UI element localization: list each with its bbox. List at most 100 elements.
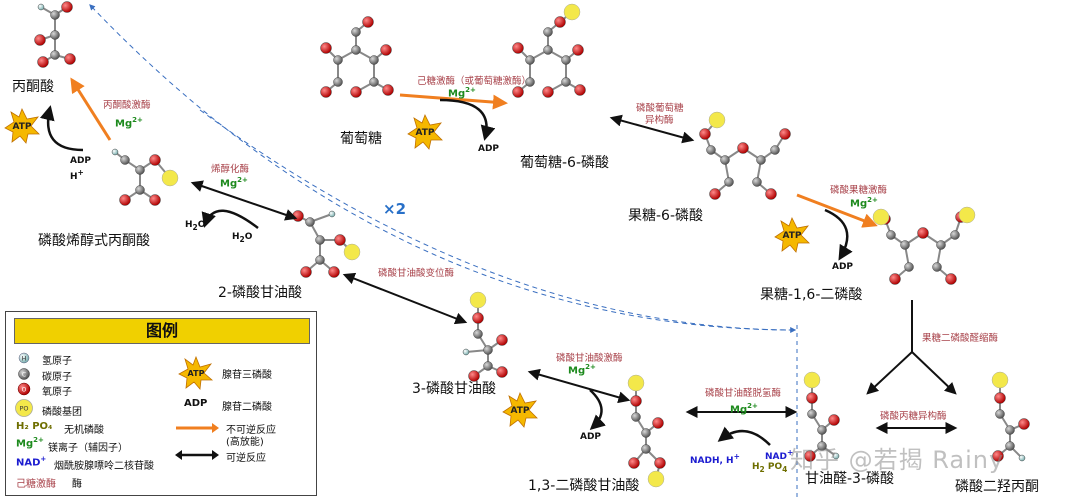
legend-hydrogen: 氢原子 xyxy=(42,356,72,367)
molecule-3pg xyxy=(462,291,508,382)
molecule-2pg xyxy=(292,210,361,278)
label-pyruvate: 丙酮酸 xyxy=(12,79,54,95)
carbon-atom xyxy=(525,55,535,65)
oxygen-atom xyxy=(496,334,508,346)
oxygen-atom xyxy=(654,457,666,469)
oxygen-atom xyxy=(994,392,1006,404)
oxygen-atom xyxy=(149,154,161,166)
mg-hexokinase: Mg2+ xyxy=(448,86,476,100)
carbon-atom xyxy=(50,30,60,40)
curve-gapdh xyxy=(717,426,771,446)
adp-pyruvate-kinase: ADP xyxy=(70,156,92,166)
oxygen-atom xyxy=(828,414,840,426)
label-f16bp: 果糖-1,6-二磷酸 xyxy=(760,287,863,303)
oxygen-atom xyxy=(806,392,818,404)
oxygen-atom xyxy=(512,86,524,98)
carbon-atom xyxy=(525,77,535,87)
carbon-atom xyxy=(351,45,361,55)
adp-hexokinase: ADP xyxy=(478,144,500,154)
reversible-arrow-icon xyxy=(175,450,219,460)
phosphate-group xyxy=(803,371,821,389)
legend-adp: 腺苷二磷酸 xyxy=(222,402,272,413)
hydrogen-atom xyxy=(832,452,840,460)
legend-irreversible-2: (高放能) xyxy=(226,437,264,448)
molecule-f6p xyxy=(699,111,791,200)
oxygen-atom xyxy=(334,234,346,246)
label-g6p: 葡萄糖-6-磷酸 xyxy=(520,155,610,171)
carbon-atom xyxy=(641,428,651,438)
curve-enolase xyxy=(201,209,259,229)
oxygen-atom xyxy=(765,188,777,200)
arrow-pgi xyxy=(609,114,695,144)
legend-mg: 镁离子（辅因子） xyxy=(48,443,128,454)
carbon-atom xyxy=(369,55,379,65)
carbon-atom xyxy=(50,50,60,60)
oxygen-atom xyxy=(572,44,584,56)
nad-symbol: NAD+ xyxy=(16,455,47,469)
legend-nad: 烟酰胺腺嘌呤二核苷酸 xyxy=(54,461,154,472)
carbon-atom xyxy=(333,55,343,65)
legend-oxygen: 氧原子 xyxy=(42,387,72,398)
carbon-atom xyxy=(631,412,641,422)
oxygen-atom xyxy=(468,370,480,382)
oxygen-atom xyxy=(149,194,161,206)
hydrogen-atom xyxy=(462,348,470,356)
carbon-atom xyxy=(720,155,730,165)
nadh-gapdh: NADH, H+ xyxy=(690,452,740,466)
carbon-atom xyxy=(543,45,553,55)
enzyme-pg-mutase: 磷酸甘油酸变位酶 xyxy=(378,268,455,279)
hydrogen-icon: H xyxy=(18,352,30,364)
oxygen-atom xyxy=(328,266,340,278)
phosphate-group xyxy=(343,243,361,261)
oxygen-atom xyxy=(350,86,362,98)
carbon-atom xyxy=(1005,441,1015,451)
carbon-atom xyxy=(333,77,343,87)
hydrogen-atom xyxy=(328,210,336,218)
carbon-atom xyxy=(706,145,716,155)
oxygen-atom xyxy=(737,142,749,154)
oxygen-atom xyxy=(300,266,312,278)
curve-pg-kinase xyxy=(589,389,606,431)
irreversible-arrow-icon xyxy=(176,423,219,433)
carbon-atom xyxy=(900,240,910,250)
curve-hexokinase xyxy=(439,98,496,141)
oxygen-atom xyxy=(1018,418,1030,430)
mg-pfk: Mg2+ xyxy=(850,196,878,210)
oxygen-atom xyxy=(382,84,394,96)
molecule-dhap xyxy=(991,371,1030,462)
molecule-pyruvate xyxy=(34,1,76,68)
molecule-13bpg xyxy=(627,374,666,488)
carbon-atom xyxy=(561,55,571,65)
arrow-pg-kinase xyxy=(527,368,631,404)
svg-text:C: C xyxy=(22,372,26,379)
carbon-atom xyxy=(351,27,361,37)
enzyme-pyruvate-kinase: 丙酮酸激酶 xyxy=(103,100,151,111)
times-two: ×2 xyxy=(383,200,407,218)
enzyme-pfk: 磷酸果糖激酶 xyxy=(830,185,888,196)
svg-text:H: H xyxy=(22,356,27,363)
legend-inorganic-phosphate: 无机磷酸 xyxy=(64,425,104,436)
oxygen-atom xyxy=(992,450,1004,462)
phosphate-icon: PO xyxy=(15,399,33,417)
legend-enzyme: 酶 xyxy=(72,479,82,490)
phosphate-group xyxy=(958,206,976,224)
mg-pg-kinase: Mg2+ xyxy=(568,363,596,377)
svg-text:O: O xyxy=(22,387,27,394)
oxygen-atom xyxy=(709,188,721,200)
atp-star-icon xyxy=(774,217,810,253)
phosphate-group xyxy=(469,291,487,309)
carbon-atom xyxy=(770,145,780,155)
hydrogen-atom xyxy=(111,148,119,156)
carbon-atom xyxy=(995,409,1005,419)
oxygen-atom xyxy=(917,227,929,239)
label-f6p: 果糖-6-磷酸 xyxy=(628,208,704,224)
carbon-atom xyxy=(543,27,553,37)
enzyme-hexokinase: 己糖激酶（或葡萄糖激酶） xyxy=(417,76,532,87)
label-glucose: 葡萄糖 xyxy=(340,131,382,147)
label-3pg: 3-磷酸甘油酸 xyxy=(412,381,496,397)
enzyme-tpi: 磷酸丙糖异构酶 xyxy=(880,411,947,422)
oxygen-atom xyxy=(630,395,642,407)
oxygen-atom xyxy=(652,417,664,429)
carbon-atom xyxy=(641,444,651,454)
carbon-atom xyxy=(904,262,914,272)
